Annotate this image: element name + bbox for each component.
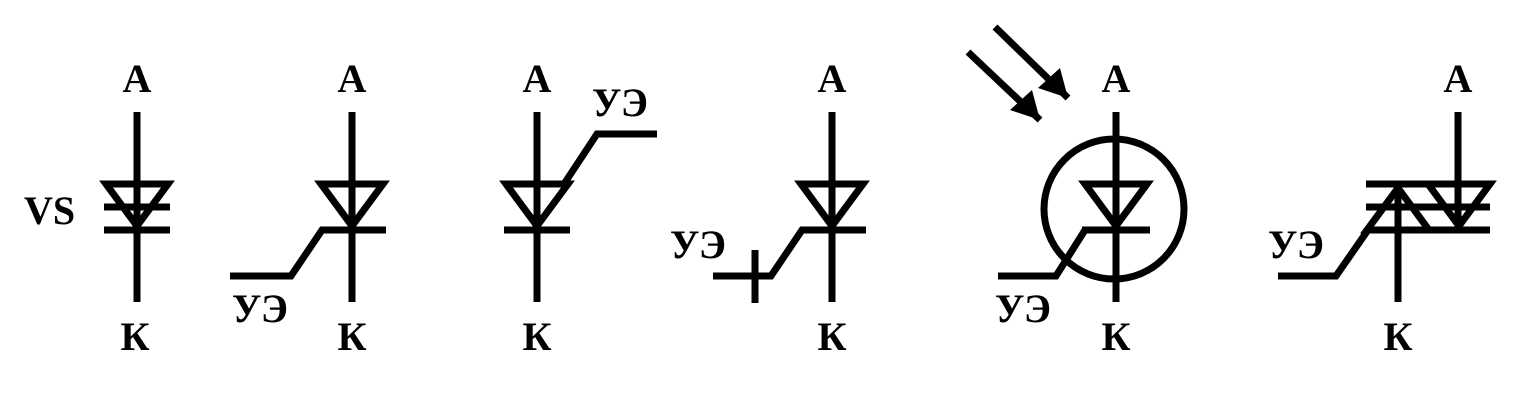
symbol-thyristor-anode-control: А УЭ К: [499, 56, 657, 359]
anode-label: А: [1444, 56, 1473, 101]
diode-triangle: [314, 180, 390, 232]
cathode-label: К: [1101, 314, 1130, 359]
cathode-label: К: [337, 314, 366, 359]
control-electrode-wire: [561, 130, 657, 186]
designator-label: VS: [24, 188, 75, 233]
control-label: УЭ: [1268, 222, 1324, 267]
symbol-thyristor-cathode-control: А УЭ К: [230, 56, 390, 359]
anode-label: А: [338, 56, 367, 101]
forward-triangle: [1421, 180, 1497, 232]
symbol-triac: А УЭ К: [1268, 56, 1497, 359]
cathode-label: К: [817, 314, 846, 359]
cathode-label: К: [1383, 314, 1412, 359]
symbol-thyristor-generic: А VS К: [24, 56, 175, 359]
control-label: УЭ: [592, 80, 648, 125]
diode-triangle: [1078, 180, 1154, 232]
control-label: УЭ: [995, 286, 1051, 331]
control-label: УЭ: [670, 222, 726, 267]
anode-label: А: [1102, 56, 1131, 101]
light-ray-arrowhead-icon: [1038, 68, 1068, 98]
control-electrode-wire: [713, 226, 832, 280]
symbol-thyristor-cathode-control-lockable: А УЭ К: [670, 56, 870, 359]
control-electrode-wire: [230, 226, 352, 280]
cathode-label: К: [120, 314, 149, 359]
light-ray-arrowhead-icon: [1010, 90, 1040, 120]
diode-triangle: [499, 180, 575, 232]
anode-label: А: [523, 56, 552, 101]
control-electrode-wire: [1278, 228, 1371, 280]
diode-triangle: [794, 180, 870, 232]
reverse-triangle: [1360, 182, 1436, 234]
symbol-photothyristor: А УЭ К: [965, 24, 1188, 359]
anode-label: А: [123, 56, 152, 101]
cathode-label: К: [522, 314, 551, 359]
control-electrode-wire: [998, 228, 1088, 280]
anode-label: А: [818, 56, 847, 101]
control-label: УЭ: [232, 286, 288, 331]
